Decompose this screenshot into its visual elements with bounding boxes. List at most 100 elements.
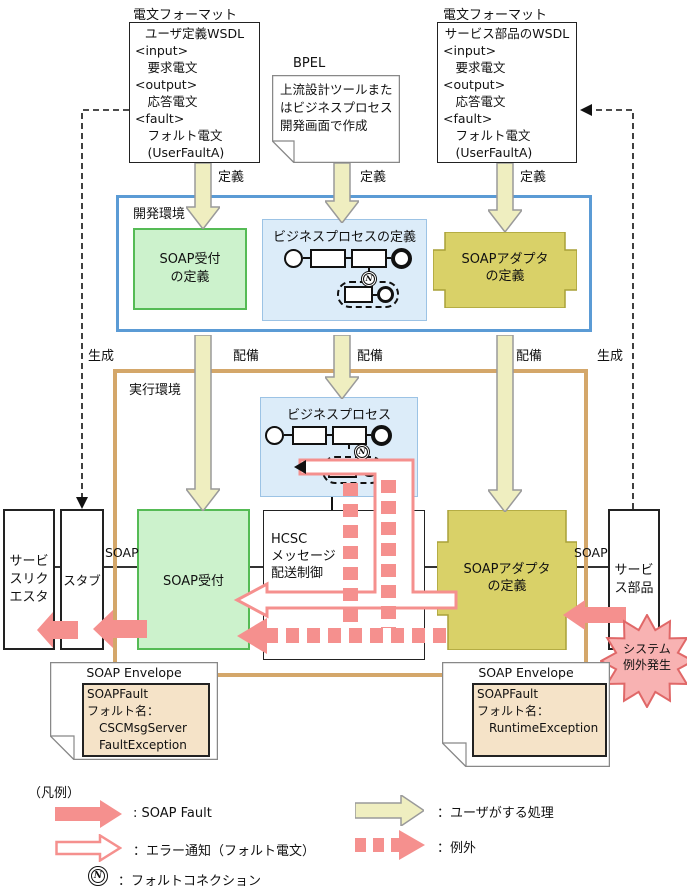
- fault-connection-legend-icon: N: [88, 866, 108, 886]
- adapter-line: SOAPアダプタ: [463, 562, 551, 577]
- bpel-line: 上流設計ツールまた: [280, 82, 393, 97]
- bp-rt-start-circle: [265, 426, 284, 445]
- bp-rt-fault-link: [348, 445, 350, 449]
- wsdl-box-left: ユーザ定義WSDL <input> 要求電文 <output> 応答電文 <fa…: [129, 22, 260, 163]
- user-action-arrow: [186, 163, 220, 229]
- bp-def-link: [387, 257, 391, 259]
- bp-rt-end-circle: [371, 425, 392, 446]
- fault-detail-line: SOAPFault: [87, 687, 149, 701]
- soap-adapter-def-label: SOAPアダプタ の定義: [433, 251, 577, 285]
- fault-connection-icon: N: [354, 444, 370, 460]
- soap-reception-def-line: の定義: [170, 270, 210, 285]
- soap-fault-detail-right: SOAPFault フォルト名： RuntimeException: [472, 683, 607, 757]
- wsdl-right-line: <output>: [443, 77, 506, 92]
- wsdl-left-line: 応答電文: [135, 94, 198, 109]
- bp-rt-link: [327, 434, 332, 436]
- wsdl-right-line: <fault>: [443, 111, 493, 126]
- soap-adapter-label: SOAPアダプタ の定義: [437, 561, 577, 595]
- bp-def-end-circle: [391, 248, 412, 269]
- note-fold: [272, 140, 295, 163]
- format-label-left: 電文フォーマット: [133, 8, 238, 23]
- requester-line: エスタ: [9, 589, 49, 605]
- burst-line: システム: [623, 642, 671, 656]
- bp-def-link: [303, 257, 310, 259]
- bp-rt-link: [367, 434, 371, 436]
- component-line: ス部品: [614, 580, 654, 596]
- hcsc-label: HCSC メッセージ 配送制御: [271, 531, 336, 582]
- stub-label: スタブ: [63, 573, 101, 588]
- soap-reception-def-box: SOAP受付 の定義: [133, 228, 247, 310]
- wsdl-right-line: フォルト電文: [443, 128, 531, 143]
- fault-connection-letter: N: [355, 445, 369, 459]
- fault-connection-letter: N: [90, 868, 106, 884]
- note-fold: [442, 742, 467, 767]
- deploy-label-left: 配備: [233, 349, 260, 364]
- bp-runtime-label: ビジネスプロセス: [286, 408, 391, 423]
- legend-user-action-label: ：ユーザがする処理: [437, 806, 554, 821]
- adapter-def-line: の定義: [485, 269, 525, 284]
- error-notice-legend-arrow: [55, 834, 122, 862]
- define-label-right: 定義: [520, 170, 547, 185]
- wsdl-left-line: <output>: [135, 77, 198, 92]
- fault-detail-line: フォルト名：: [87, 704, 160, 718]
- bp-def-start-circle: [284, 249, 303, 268]
- bp-rt-activity-1: [292, 426, 327, 445]
- soap-fault-detail-left: SOAPFault フォルト名： CSCMsgServer FaultExcep…: [82, 683, 210, 757]
- soap-envelope-title-right: SOAP Envelope: [478, 665, 574, 680]
- exception-legend-arrow: [355, 830, 425, 860]
- bp-def-fault-end-circle: [377, 286, 394, 303]
- legend-exception-label: ：例外: [437, 841, 477, 856]
- wsdl-right-line: 要求電文: [443, 60, 506, 75]
- service-requester-box: サービ スリク エスタ: [3, 509, 55, 650]
- define-label-left: 定義: [218, 170, 245, 185]
- wsdl-left-line: <fault>: [135, 111, 185, 126]
- bpel-note-text: 上流設計ツールまた はビジネスプロセス 開発画面で作成: [280, 81, 393, 135]
- fault-detail-line: SOAPFault: [477, 687, 539, 701]
- user-action-arrow: [325, 163, 359, 223]
- wsdl-left-line: <input>: [135, 43, 189, 58]
- wsdl-right-line: 応答電文: [443, 94, 506, 109]
- generate-label-left: 生成: [88, 349, 115, 364]
- define-label-mid: 定義: [360, 170, 387, 185]
- development-environment-frame: [116, 195, 592, 332]
- wsdl-left-line: (UserFaultA): [135, 145, 225, 160]
- wsdl-right-line: <input>: [443, 43, 497, 58]
- soap-reception-label: SOAP受付: [163, 574, 224, 589]
- system-exception-label: システム 例外発生: [600, 641, 687, 673]
- wsdl-left-line: 要求電文: [135, 60, 198, 75]
- user-action-arrow: [488, 335, 522, 512]
- legend-error-notice-label: ：エラー通知（フォルト電文）: [133, 844, 316, 859]
- deploy-label-right: 配備: [516, 349, 543, 364]
- hcsc-line: メッセージ: [271, 549, 336, 564]
- fault-detail-line: FaultException: [87, 738, 187, 752]
- bp-rt-fault-activity: [328, 461, 357, 478]
- bp-rt-activity-2: [332, 426, 367, 445]
- wsdl-box-right: サービス部品のWSDL <input> 要求電文 <output> 応答電文 <…: [437, 22, 577, 163]
- fault-detail-line: フォルト名：: [477, 704, 550, 718]
- user-action-legend-arrow: [355, 795, 424, 826]
- arrowhead-to-wsdl: [580, 104, 592, 116]
- format-label-right: 電文フォーマット: [443, 8, 548, 23]
- bp-rt-fault-end-circle: [361, 460, 378, 477]
- fault-detail-line: CSCMsgServer: [87, 721, 187, 735]
- wsdl-left-line: フォルト電文: [135, 128, 223, 143]
- legend-title: （凡例）: [28, 786, 81, 801]
- requester-line: サービ: [9, 553, 49, 569]
- development-environment-label: 開発環境: [133, 207, 186, 222]
- bp-def-link: [346, 257, 351, 259]
- legend-soap-fault-label: : SOAP Fault: [133, 806, 212, 821]
- user-action-arrow: [186, 335, 220, 511]
- bpel-line: 開発画面で作成: [280, 118, 368, 133]
- deploy-label-mid: 配備: [357, 349, 384, 364]
- note-fold: [50, 735, 75, 760]
- generate-label-right: 生成: [597, 349, 624, 364]
- bp-definition-label: ビジネスプロセスの定義: [272, 230, 416, 245]
- adapter-def-line: SOAPアダプタ: [461, 252, 549, 267]
- soap-reception-box: SOAP受付: [137, 509, 250, 650]
- bp-def-fault-link: [368, 268, 370, 273]
- soap-label-right: SOAP: [574, 545, 608, 560]
- wsdl-right-line: (UserFaultA): [443, 145, 533, 160]
- bp-def-fault-activity: [344, 286, 373, 303]
